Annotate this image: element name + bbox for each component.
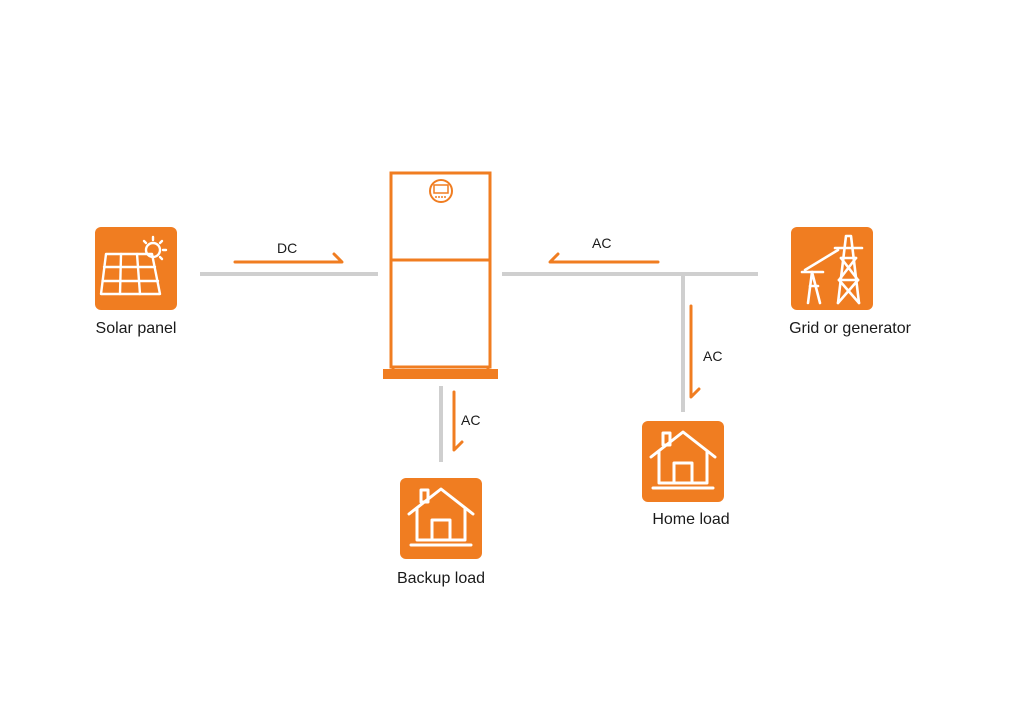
grid-label: Grid or generator: [789, 320, 911, 337]
ac-arrow-backup: [452, 390, 464, 452]
ac-flow-label-grid: AC: [592, 235, 612, 251]
connection-lines: [200, 272, 758, 462]
solar-panel-icon: [95, 227, 177, 310]
inverter-display-icon: [429, 179, 453, 203]
home-house-icon: [642, 421, 724, 502]
inverter-battery-icon: [383, 171, 498, 379]
ac-arrow-grid: [548, 252, 660, 264]
dc-flow-label: DC: [277, 240, 298, 256]
solar-panel-label: Solar panel: [95, 320, 177, 337]
ac-flow-label-home: AC: [703, 348, 723, 364]
dc-arrow: [233, 252, 344, 264]
flow-arrows: [233, 252, 701, 452]
home-load-label: Home load: [652, 511, 730, 528]
ac-arrow-home: [689, 304, 701, 399]
backup-load-label: Backup load: [396, 570, 486, 587]
backup-house-icon: [400, 478, 482, 559]
power-tower-icon: [791, 227, 873, 310]
ac-flow-label-backup: AC: [461, 412, 481, 428]
